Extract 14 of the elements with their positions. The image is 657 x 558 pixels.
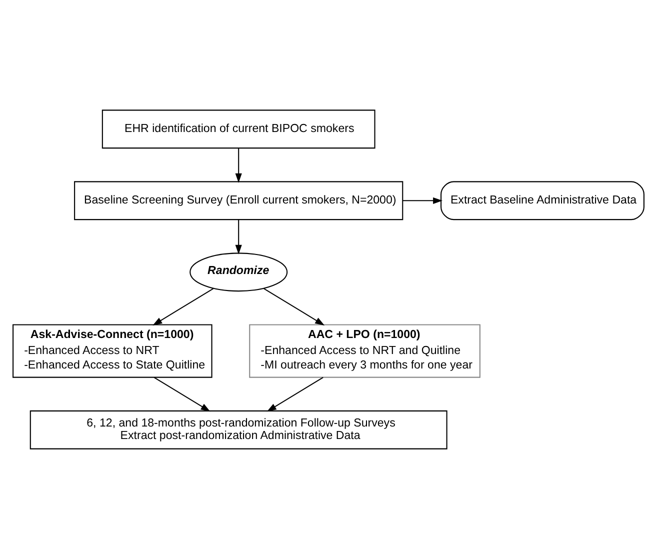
arrow (152, 288, 214, 325)
arrow (154, 376, 210, 412)
node-box: AAC + LPO (n=1000) -Enhanced Access to NRT and Quitline -MI outreach every 3 months for one year (249, 324, 480, 378)
arrow (235, 148, 242, 182)
arrow (235, 219, 242, 254)
node-box: Baseline Screening Survey (Enroll current smokers, N=2000) (74, 180, 404, 220)
arrow (266, 376, 324, 412)
node-box: Ask-Advise-Connect (n=1000) -Enhanced Access to NRT -Enhanced Access to State Quitline (12, 324, 212, 378)
node-box: EHR identification of current BIPOC smokers (102, 109, 376, 148)
node-ellipse: Randomize (190, 252, 288, 292)
node-box: Extract Baseline Administrative Data (440, 180, 644, 220)
node-box: 6, 12, and 18-months post-randomization Follow-up Surveys Extract post-randomization Administrative Data (30, 410, 448, 449)
arrow (264, 288, 325, 325)
arrow (402, 196, 443, 204)
